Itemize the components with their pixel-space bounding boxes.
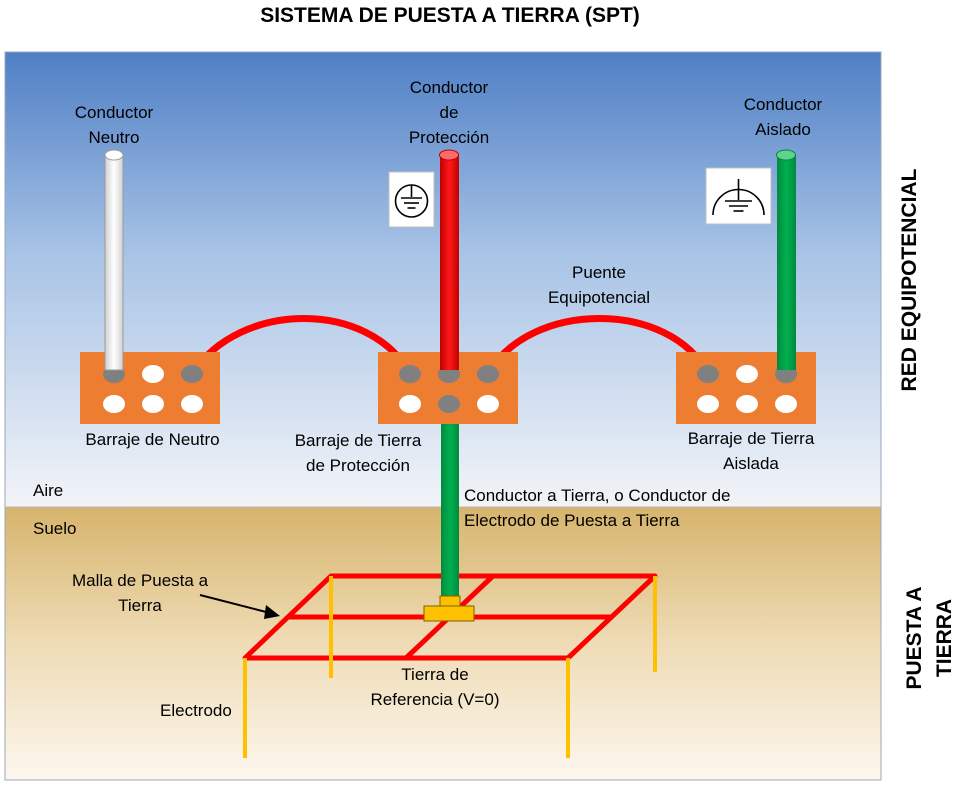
clean-earth-icon [705, 167, 772, 225]
isolated-busbar-label: Barraje de Tierra Aislada [687, 429, 815, 473]
equipotential-network-label: RED EQUIPOTENCIAL [895, 165, 925, 395]
soil-label: Suelo [33, 519, 77, 538]
air-label: Aire [33, 481, 64, 500]
grid-pointer-arrow [199, 594, 280, 619]
reference-earth-connector [423, 595, 475, 622]
isolated-conductor-label: Conductor Aislado [743, 95, 823, 139]
grounding-text-line2: TIERRA [933, 598, 956, 678]
grounding-grid-label: Malla de Puesta a Tierra [71, 571, 209, 615]
earth-conductor-label: Conductor a Tierra, o Conductor de Elect… [464, 486, 731, 530]
electrode-label: Electrodo [160, 701, 232, 720]
bonding-jumper-label: Puente Equipotencial [547, 263, 651, 307]
protection-conductor [439, 149, 459, 370]
bonding-jumper-left [188, 315, 414, 378]
protection-conductor-label: Conductor de Protección [408, 78, 490, 147]
equipotential-text: RED EQUIPOTENCIAL [898, 168, 921, 392]
grounding-electrode-conductor [441, 400, 459, 600]
bonding-jumper-right [484, 315, 712, 378]
ground-electrodes [243, 576, 657, 758]
grounding-side-label: PUESTA A TIERRA [900, 558, 960, 718]
grounding-text-line1: PUESTA A [903, 586, 926, 690]
page-title: SISTEMA DE PUESTA A TIERRA (SPT) [260, 4, 640, 27]
neutral-conductor-label: Conductor Neutro [74, 103, 154, 147]
neutral-conductor [104, 149, 124, 371]
protection-busbar-label: Barraje de Tierra de Protección [294, 431, 422, 475]
protective-earth-icon [388, 171, 435, 228]
neutral-busbar-label: Barraje de Neutro [85, 430, 220, 449]
neutral-busbar [80, 352, 220, 424]
reference-earth-label: Tierra de Referencia (V=0) [370, 665, 500, 709]
isolated-conductor [776, 149, 796, 370]
